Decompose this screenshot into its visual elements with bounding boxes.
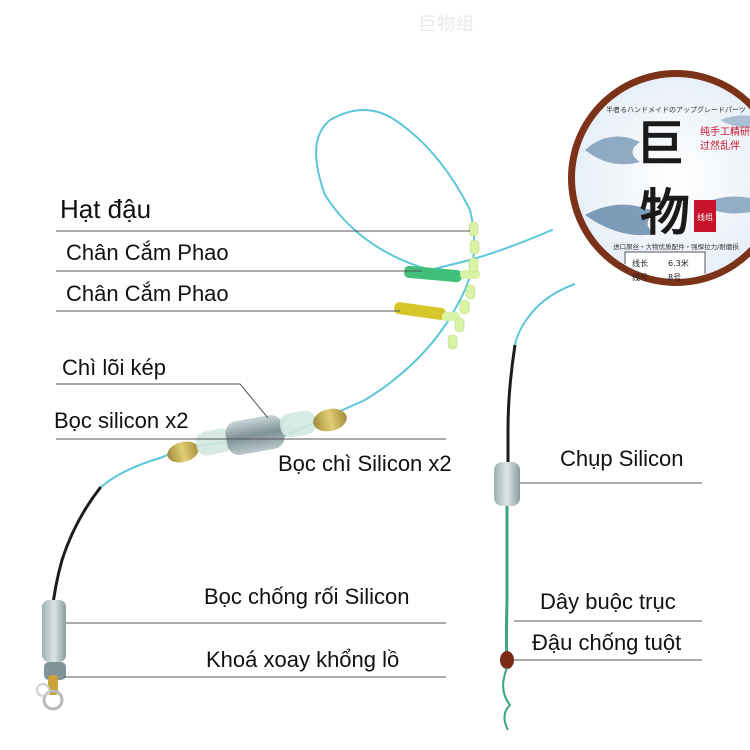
label-khoa-xoay-khong-lo: Khoá xoay khổng lồ (206, 647, 400, 672)
line-spool: 半者るハンドメイドのアップグレードパーツ 巨 物 纯手工精研 过然乱伴 线组 进… (568, 70, 750, 286)
fish-graphic (585, 136, 640, 165)
spec-2-value: 8号 (668, 273, 681, 282)
label-day-buoc-truc: Dây buộc trục (540, 589, 676, 614)
fish-graphic (585, 204, 655, 236)
label-hat-dau: Hạt đậu (60, 194, 152, 224)
stopper-bead (500, 651, 514, 669)
float-stem-green (404, 265, 480, 283)
giant-swivel (36, 675, 64, 711)
spool-big-char-1: 巨 (636, 116, 684, 172)
bead (447, 334, 458, 350)
leader-chi-loi-kep (56, 383, 269, 419)
label-boc-chi-silicon-x2: Bọc chì Silicon x2 (278, 451, 452, 476)
anti-tangle-silicon (42, 600, 66, 680)
fish-graphic (700, 196, 750, 214)
bead (465, 284, 476, 300)
bead-group (447, 221, 480, 350)
anti-tangle-sleeve (42, 600, 66, 662)
double-core-lead (225, 415, 285, 455)
label-chan-cam-phao-1: Chân Cắm Phao (66, 240, 229, 265)
label-dau-chong-tuot: Đậu chống tuột (532, 630, 682, 655)
bead (468, 257, 479, 273)
label-chi-loi-kep: Chì lõi kép (62, 355, 166, 380)
bead (469, 239, 480, 255)
spec-box (624, 251, 706, 278)
watermark-text: 巨物组 (418, 14, 475, 34)
seal-text: 线组 (697, 212, 713, 222)
bead (454, 317, 465, 333)
label-boc-chong-roi-silicon: Bọc chống rối Silicon (204, 584, 410, 609)
silicon-cap (494, 462, 520, 506)
float-stem-yellow (394, 302, 460, 321)
sinker-assembly (167, 408, 347, 463)
spool-big-char-2: 物 (640, 183, 690, 242)
cyan-line-right (514, 283, 576, 346)
leader-lines (56, 230, 702, 678)
label-chup-silicon: Chụp Silicon (560, 446, 684, 471)
spool-artwork (585, 115, 750, 278)
spec-1-value: 6.3米 (668, 258, 689, 268)
spool-sub-text: 进口原丝・大物优质配件・强悍拉力/耐磨损 (613, 242, 739, 251)
spec-2-name: 线号 (632, 272, 648, 282)
amber-silicon-left (167, 441, 199, 463)
clear-silicon-left (195, 428, 233, 456)
spool-red-text-2: 过然乱伴 (700, 139, 740, 152)
seal-stamp (694, 200, 716, 232)
label-boc-silicon-x2: Bọc silicon x2 (54, 408, 189, 433)
bead (459, 299, 470, 315)
tie-line (505, 506, 509, 666)
fish-graphic (720, 115, 750, 128)
spool-red-text-1: 纯手工精研 (700, 125, 750, 138)
tie-line-loop (502, 667, 512, 731)
black-leader-right (506, 344, 517, 470)
spool-top-text: 半者るハンドメイドのアップグレードパーツ (606, 105, 746, 114)
spec-1-name: 线长 (632, 258, 648, 268)
label-chan-cam-phao-2: Chân Cắm Phao (66, 281, 229, 306)
bead (468, 221, 479, 237)
clear-silicon-right (279, 410, 317, 438)
amber-silicon-right (313, 408, 347, 432)
black-leader-left (50, 486, 102, 614)
